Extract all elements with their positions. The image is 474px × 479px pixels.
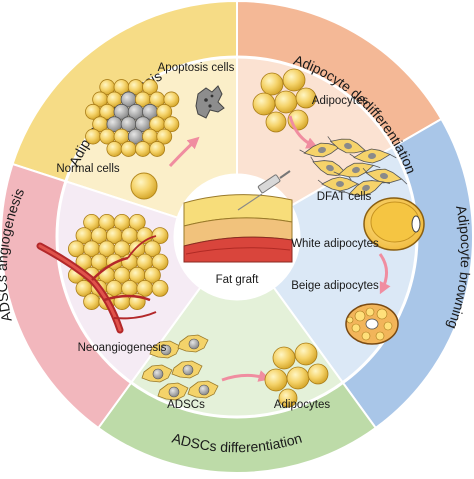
- fat-cell-icon: [156, 103, 173, 120]
- arrow-icon: [378, 253, 391, 295]
- arrow-icon: [168, 136, 200, 168]
- fat-cell-icon: [295, 87, 317, 109]
- fat-cell-icon: [151, 253, 169, 271]
- beige-adipocyte-icon: [345, 303, 399, 345]
- fat-cell-icon: [272, 346, 296, 370]
- fat-cell-icon: [282, 68, 306, 92]
- fat-graft-illustration: [183, 194, 293, 263]
- fat-cell-icon: [85, 128, 101, 145]
- fat-cell-icon: [151, 279, 169, 297]
- label-adipocytes-top: Adipocytes: [312, 95, 369, 107]
- fat-cell-icon: [134, 141, 151, 157]
- fat-cell-icon: [149, 141, 166, 157]
- fat-cell-icon: [264, 368, 288, 392]
- fat-cell-icon: [106, 141, 123, 157]
- adipocyte-cluster: [68, 213, 169, 311]
- fat-cell-icon: [163, 91, 180, 108]
- fat-cell-icon: [156, 128, 173, 145]
- label-dfat-cells: DFAT cells: [317, 191, 372, 203]
- fat-cell-icon: [307, 363, 329, 385]
- fat-cell-icon: [274, 90, 298, 114]
- label-white-adipocytes: White adipocytes: [291, 238, 379, 250]
- blood-vessel-icon: [36, 235, 157, 334]
- fat-cell-icon: [151, 227, 169, 245]
- fat-cell-icon: [120, 141, 137, 157]
- adsc-cell-icon: [141, 334, 219, 401]
- adipocyte-cluster: [264, 342, 329, 408]
- adipocyte-cluster: [85, 79, 180, 157]
- fat-cell-icon: [265, 111, 287, 133]
- white-adipocyte-icon: [363, 197, 425, 251]
- apoptotic-cell-icon: [195, 85, 225, 119]
- fat-cell-icon: [252, 92, 276, 116]
- fat-cell-icon: [83, 293, 100, 311]
- center-label: Fat graft: [216, 274, 260, 286]
- adipocyte-cluster: [252, 68, 317, 133]
- label-normal-cells: Normal cells: [56, 163, 120, 175]
- arrow-icon: [288, 115, 319, 149]
- label-adipocytes-bottom: Adipocytes: [274, 399, 331, 411]
- fat-cell-icon: [143, 240, 161, 258]
- fat-cell-icon: [142, 79, 158, 95]
- dfat-cell-icon: [299, 136, 408, 196]
- fat-cell-icon: [163, 116, 180, 133]
- fat-cell-icon: [128, 213, 146, 231]
- fat-cell-icon: [278, 388, 298, 408]
- normal-cell-icon: [130, 172, 158, 200]
- label-neoangiogenesis: Neoangiogenesis: [78, 342, 167, 354]
- label-adscs: ADSCs: [167, 399, 205, 411]
- fat-cell-icon: [143, 266, 161, 284]
- fat-cell-icon: [260, 72, 284, 96]
- label-beige-adipocytes: Beige adipocytes: [291, 280, 379, 292]
- label-apoptosis-cells: Apoptosis cells: [158, 62, 235, 74]
- arrow-icon: [221, 370, 271, 382]
- syringe-icon: [237, 170, 291, 211]
- fat-cell-icon: [286, 366, 310, 390]
- fat-cell-icon: [294, 342, 318, 366]
